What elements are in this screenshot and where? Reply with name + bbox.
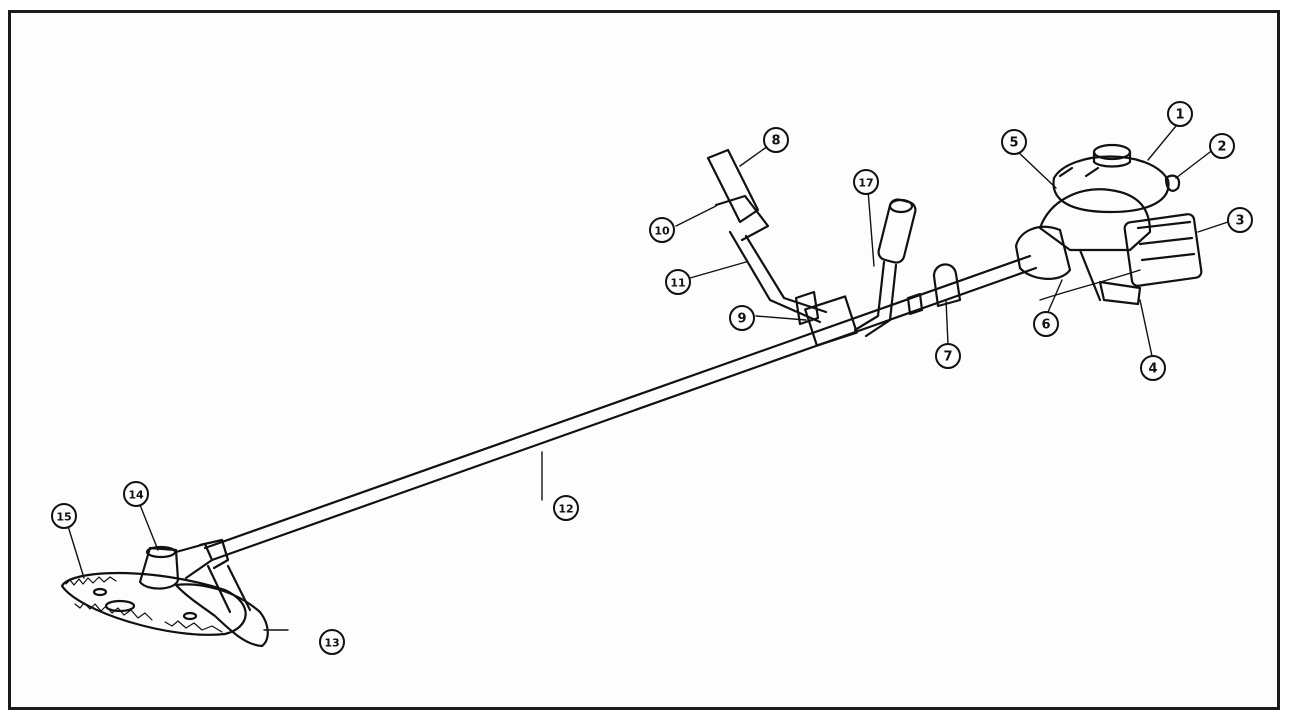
callout-10-label: 10 xyxy=(654,225,670,238)
callout-6-label: 6 xyxy=(1041,318,1050,333)
callout-5-label: 5 xyxy=(1009,136,1018,151)
saw-blade xyxy=(60,571,247,636)
callout-6: 6 xyxy=(1033,311,1059,337)
blade-guard xyxy=(174,564,269,648)
callout-14: 14 xyxy=(123,481,149,507)
callout-1-label: 1 xyxy=(1175,108,1184,123)
callout-15-label: 15 xyxy=(56,511,71,524)
callout-4: 4 xyxy=(1140,355,1166,381)
callout-4-label: 4 xyxy=(1148,362,1157,377)
callout-9-label: 9 xyxy=(737,312,746,327)
callout-3-label: 3 xyxy=(1235,214,1244,229)
callout-2-label: 2 xyxy=(1217,140,1226,155)
callout-15: 15 xyxy=(51,503,77,529)
callout-10: 10 xyxy=(649,217,675,243)
callout-5: 5 xyxy=(1001,129,1027,155)
throttle-handle xyxy=(853,198,917,338)
callout-7: 7 xyxy=(935,343,961,369)
callout-7-label: 7 xyxy=(943,350,952,365)
callout-12: 12 xyxy=(553,495,579,521)
callout-11-label: 11 xyxy=(670,277,685,290)
callout-11: 11 xyxy=(665,269,691,295)
callout-13: 13 xyxy=(319,629,345,655)
callout-17-label: 17 xyxy=(858,177,873,190)
callout-8-label: 8 xyxy=(771,134,780,149)
left-handle xyxy=(706,148,828,324)
callout-12-label: 12 xyxy=(558,503,573,516)
gear-head xyxy=(138,538,230,590)
drive-shaft xyxy=(203,254,1038,562)
callouts: 1 2 3 4 5 6 7 8 xyxy=(51,101,1253,655)
callout-8: 8 xyxy=(763,127,789,153)
callout-3: 3 xyxy=(1227,207,1253,233)
callout-13-label: 13 xyxy=(324,637,339,650)
engine-unit xyxy=(1014,143,1203,306)
harness-hanger xyxy=(906,263,962,316)
callout-14-label: 14 xyxy=(128,489,144,502)
leader-lines xyxy=(67,125,1229,631)
callout-17: 17 xyxy=(853,169,879,195)
callout-1: 1 xyxy=(1167,101,1193,127)
handle-clamp xyxy=(794,290,858,347)
callout-2: 2 xyxy=(1209,133,1235,159)
callout-9: 9 xyxy=(729,305,755,331)
